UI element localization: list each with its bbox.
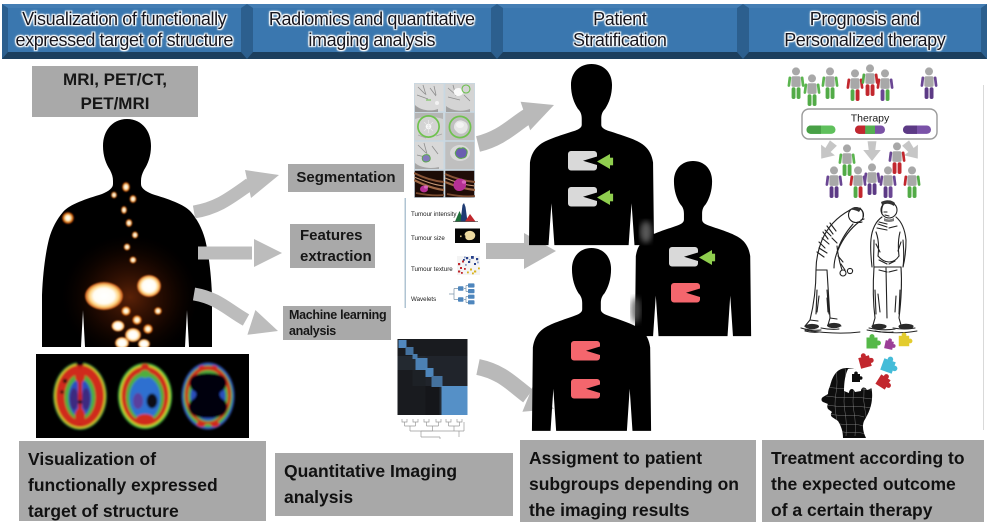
svg-text:Therapy: Therapy (851, 113, 890, 125)
svg-text:Tumour texture: Tumour texture (411, 266, 453, 273)
svg-text:Wavelets: Wavelets (411, 296, 436, 303)
svg-text:Tumour size: Tumour size (411, 235, 445, 242)
svg-text:Tumour intensity: Tumour intensity (411, 211, 457, 218)
